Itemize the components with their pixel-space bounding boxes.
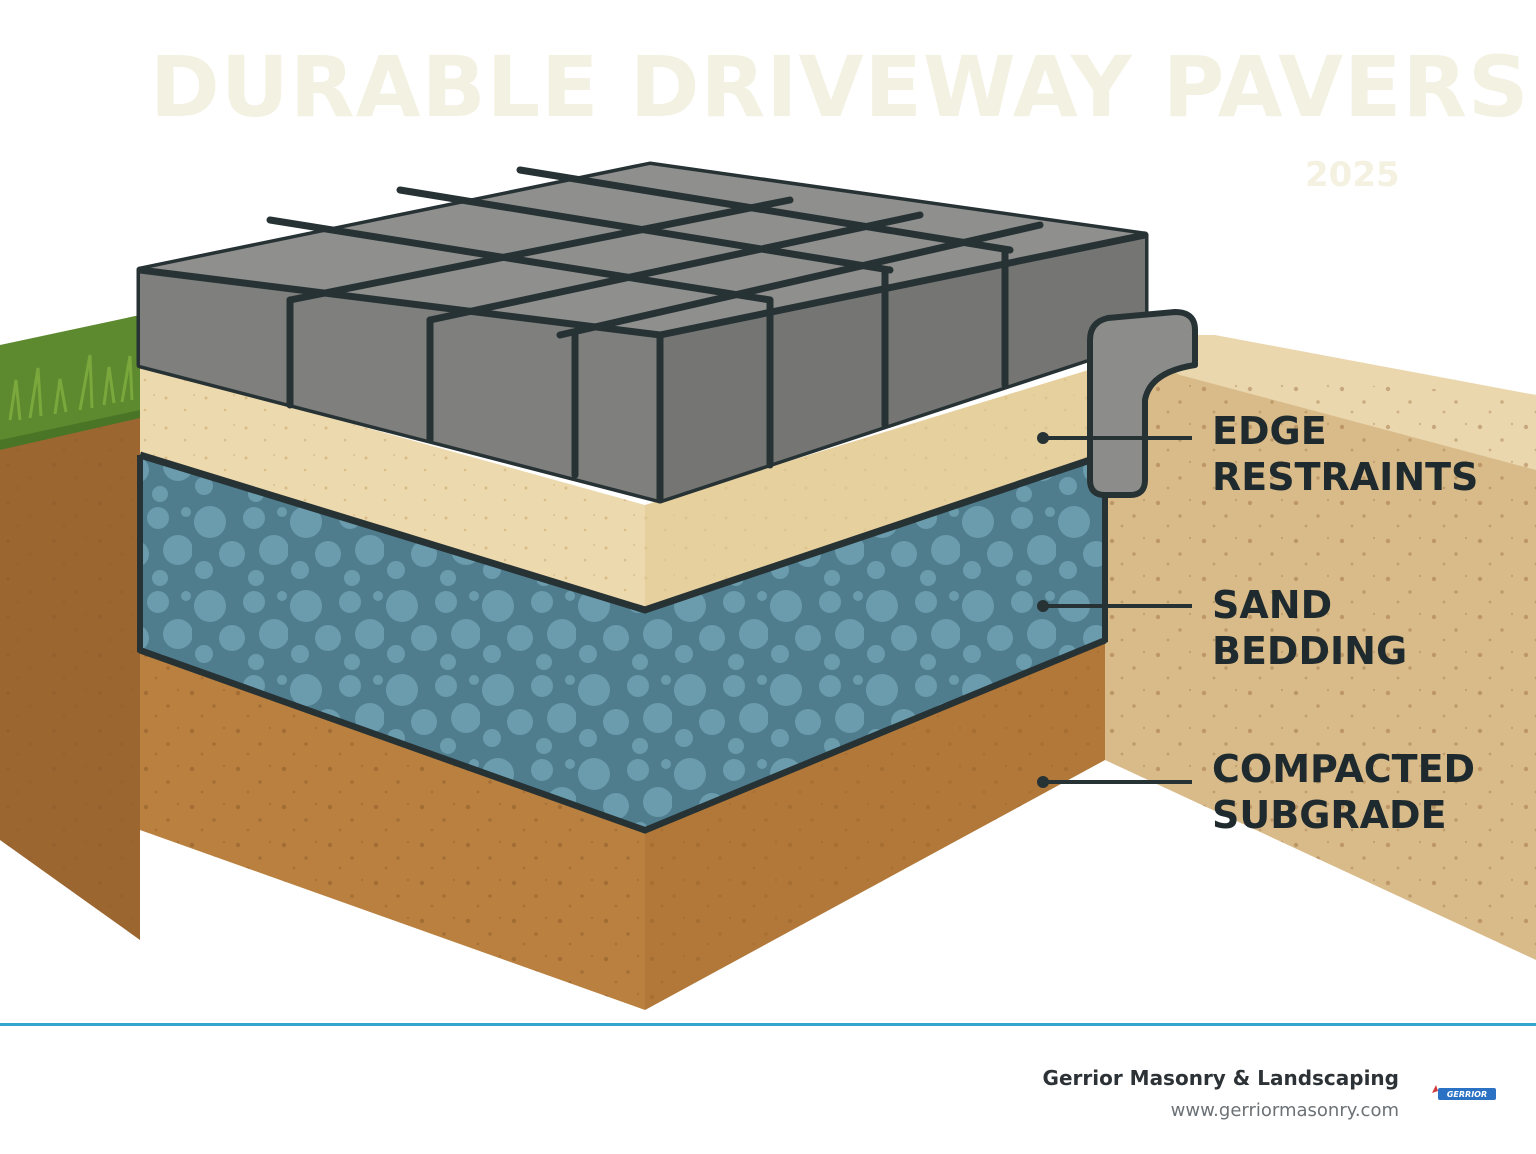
label-line: SAND [1212, 583, 1333, 627]
paver-surface [136, 161, 1149, 504]
company-logo: GERRIOR [1432, 1083, 1498, 1103]
right-soil-bank [1105, 335, 1536, 960]
year-label: 2025 [1305, 155, 1400, 195]
logo-text: GERRIOR [1447, 1090, 1487, 1099]
sand-bedding-layer [138, 365, 1107, 614]
label-line: RESTRAINTS [1212, 455, 1479, 499]
company-url-link[interactable]: www.gerriormasonry.com [1170, 1100, 1399, 1121]
label-line: COMPACTED [1212, 747, 1476, 791]
footer-divider [0, 1023, 1536, 1026]
leader-lines [1037, 432, 1192, 788]
left-soil-bank [0, 418, 140, 940]
label-edge-restraints: EDGE RESTRAINTS [1212, 408, 1478, 500]
label-line: EDGE [1212, 409, 1327, 453]
label-compacted-subgrade: COMPACTED SUBGRADE [1212, 746, 1475, 838]
label-line: BEDDING [1212, 629, 1408, 673]
layers-illustration [0, 161, 1536, 1010]
edge-restraint [1087, 309, 1198, 498]
pavement-cross-section-diagram [0, 161, 1536, 1010]
label-sand-bedding: SAND BEDDING [1212, 582, 1407, 674]
label-line: SUBGRADE [1212, 793, 1447, 837]
company-name: Gerrior Masonry & Landscaping [1042, 1066, 1399, 1090]
page-title: DURABLE DRIVEWAY PAVERS [150, 38, 1530, 136]
gravel-base-layer [137, 455, 1108, 834]
